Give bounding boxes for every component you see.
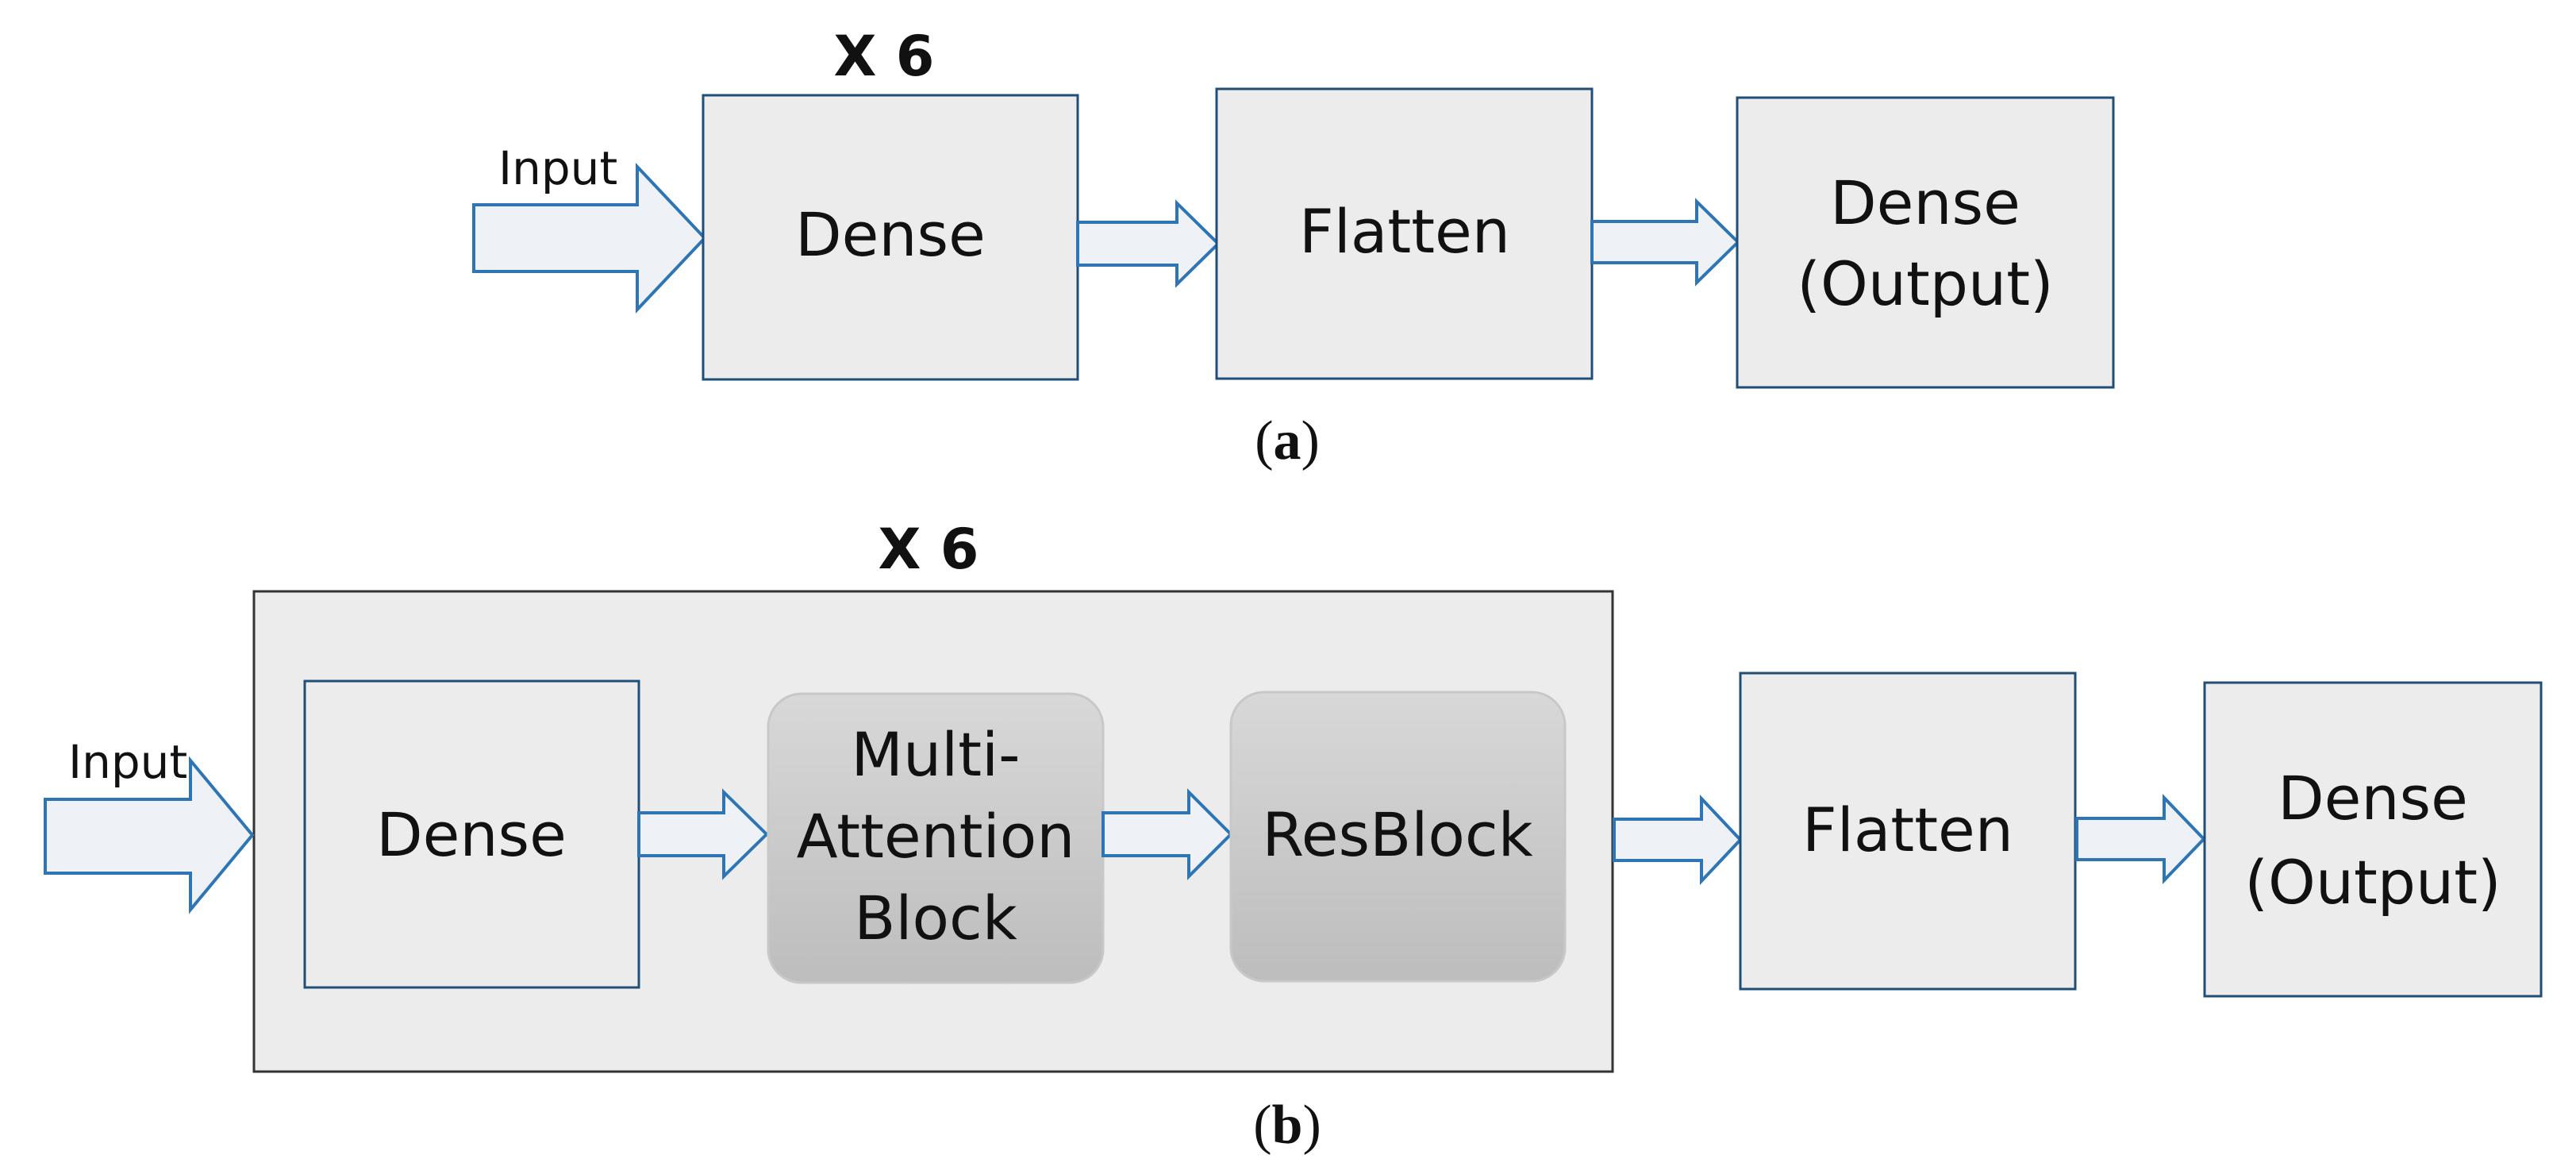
panel-b-output-label-line2: (Output)	[2244, 847, 2501, 918]
panel-a-output-label-line2: (Output)	[1797, 248, 2053, 319]
panel-a-flatten-label: Flatten	[1299, 196, 1510, 267]
panel-a-flatten-box	[1215, 87, 1594, 380]
panel-b-flatten-label: Flatten	[1802, 795, 2013, 865]
panel-a-dense-label: Dense	[795, 199, 986, 270]
panel-b-attention-label-line2: Attention	[797, 801, 1075, 872]
panel-b-resblock-label: ResBlock	[1262, 799, 1532, 870]
panel-b-arrow-flatten-output	[2075, 794, 2206, 884]
panel-a-repeat-label: X 6	[833, 24, 934, 89]
panel-b-output-box	[2203, 681, 2543, 998]
panel-b-attention-label-line1: Multi-	[851, 719, 1020, 790]
panel-b-caption-open: (	[1253, 1095, 1271, 1156]
panel-b-dense-box	[303, 679, 640, 989]
panel-b-caption-letter: b	[1272, 1095, 1303, 1156]
panel-b: X 6 Input Dense Multi- Attention Block R…	[44, 517, 2543, 1156]
panel-a-dense-box	[702, 94, 1079, 381]
panel-b-arrow-attention-resblock	[1102, 788, 1233, 880]
panel-a-caption-letter: a	[1274, 410, 1301, 472]
panel-b-flatten-box	[1739, 672, 2077, 991]
panel-a-caption-close: )	[1301, 410, 1320, 472]
panel-b-caption: (b)	[1253, 1095, 1321, 1156]
panel-a-caption-open: (	[1255, 410, 1273, 472]
panel-b-input-label: Input	[68, 735, 187, 789]
panel-b-input-arrow	[44, 756, 255, 914]
panel-a-caption: (a)	[1255, 410, 1320, 472]
panel-a-output-label-line1: Dense	[1830, 167, 2020, 238]
panel-b-output-label-line1: Dense	[2278, 763, 2468, 833]
panel-a-output-box	[1736, 96, 2115, 389]
panel-b-resblock	[1229, 691, 1567, 983]
panel-b-dense-label: Dense	[376, 799, 567, 870]
panel-b-arrow-dense-attention	[637, 788, 769, 880]
panel-a: X 6 Input Dense Flatten Dense (Output) (…	[472, 24, 2115, 472]
panel-a-arrow-flatten-output	[1590, 198, 1740, 287]
panel-b-arrow-container-flatten	[1613, 794, 1743, 886]
panel-b-caption-close: )	[1302, 1095, 1321, 1156]
panel-b-repeat-label: X 6	[878, 517, 978, 582]
panel-b-attention-label-line3: Block	[854, 883, 1017, 953]
panel-a-input-arrow	[472, 162, 707, 314]
panel-a-input-label: Input	[498, 141, 617, 195]
panel-a-arrow-dense-flatten	[1076, 199, 1221, 288]
